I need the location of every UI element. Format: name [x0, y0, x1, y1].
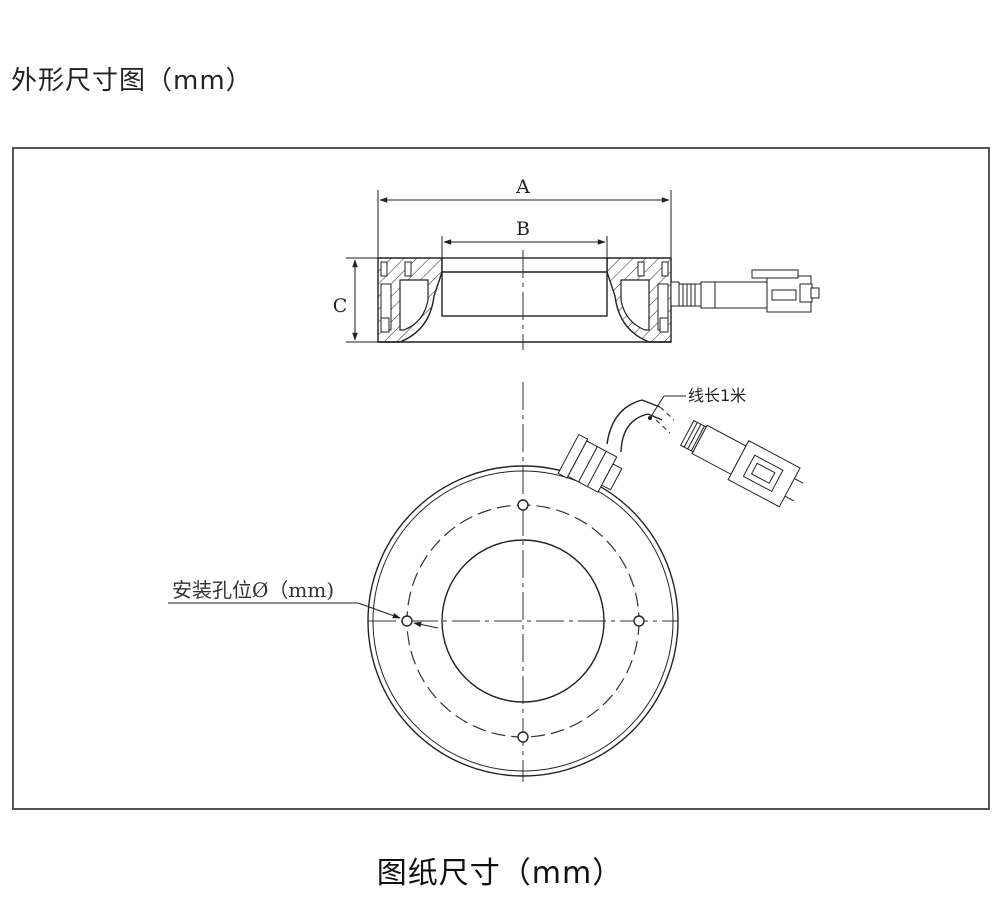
side-view: A B C: [333, 176, 820, 350]
dimension-a-label: A: [515, 176, 530, 198]
mount-hole-top: [517, 499, 529, 511]
mount-hole-bottom: [517, 731, 529, 743]
dimension-c-label: C: [333, 295, 348, 317]
dimension-b-label: B: [516, 218, 530, 240]
dimension-c: C: [333, 257, 380, 343]
side-connector: [670, 269, 820, 313]
page-title: 外形尺寸图（mm）: [11, 66, 253, 96]
cable-assembly: 线长1米: [557, 386, 804, 508]
dimension-b: B: [441, 218, 608, 262]
mount-hole-right: [633, 615, 645, 627]
outer-ring-inner-edge: [372, 470, 674, 772]
outer-ring: [367, 465, 679, 777]
footer-caption: 图纸尺寸（mm）: [376, 856, 624, 891]
dimension-a: A: [377, 176, 672, 258]
inner-aperture: [441, 539, 605, 703]
mount-hole-callout: 安装孔位Ø（mm): [168, 578, 439, 629]
top-view: 安装孔位Ø（mm): [168, 382, 804, 782]
mount-hole-left: [401, 615, 413, 627]
light-body-section: [377, 250, 672, 350]
drawing-frame: [12, 147, 990, 810]
mount-hole-label: 安装孔位Ø（mm): [172, 578, 334, 602]
cable-length-label: 线长1米: [688, 386, 746, 405]
